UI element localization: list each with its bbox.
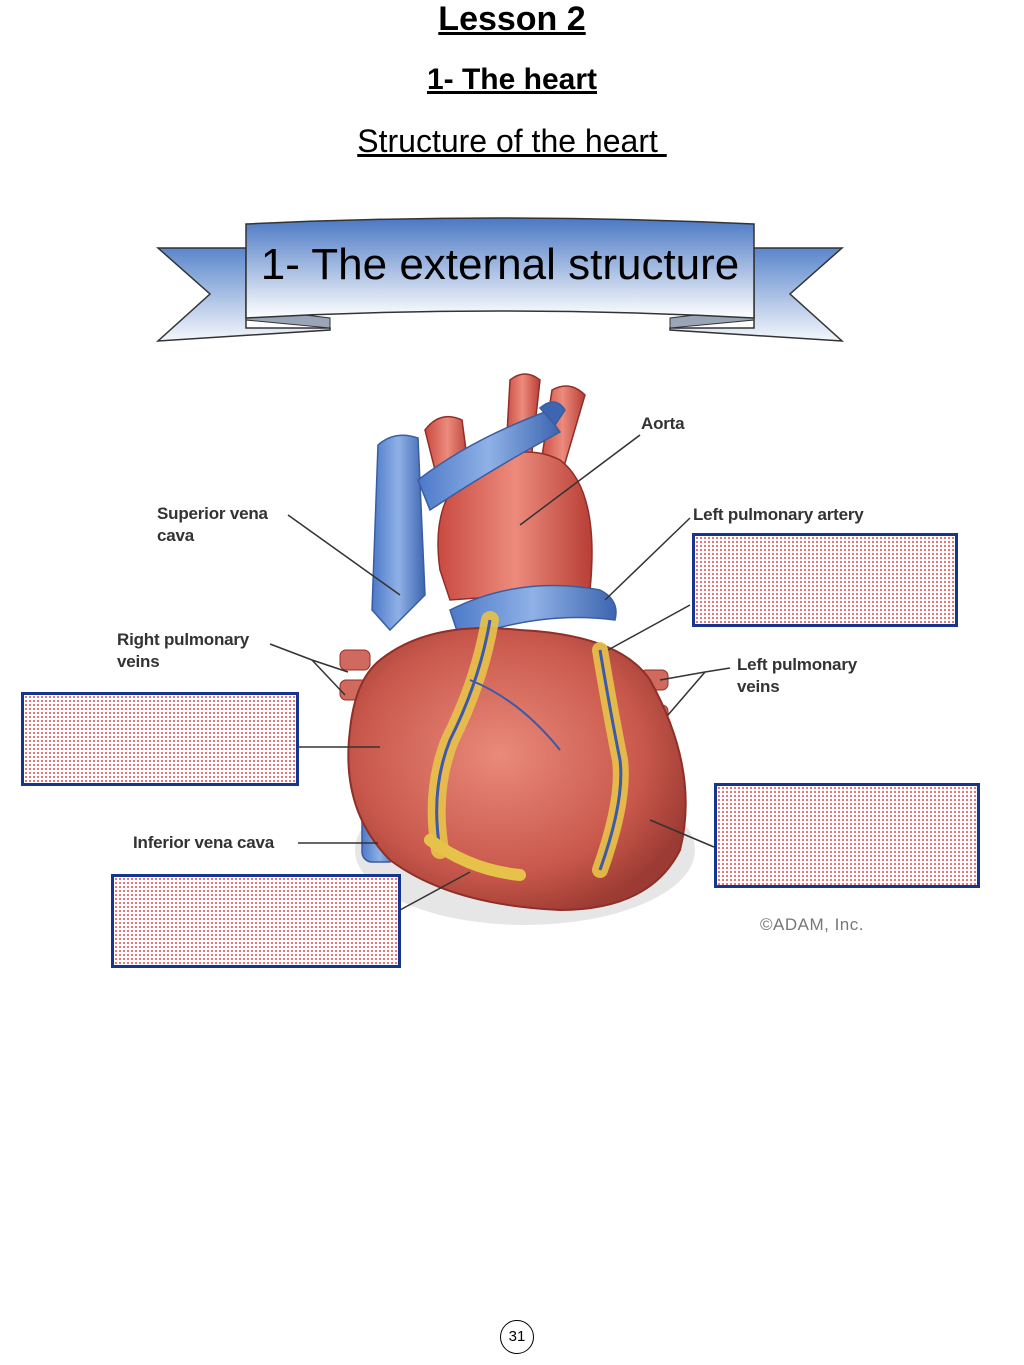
label-superior-vena-cava-line1: Superior vena xyxy=(157,504,268,523)
answer-box-right-ventricle[interactable] xyxy=(111,874,401,968)
copyright-text: ©ADAM, Inc. xyxy=(760,915,864,934)
label-left-pulmonary-veins-line1: Left pulmonary xyxy=(737,655,857,674)
label-right-pulmonary-veins-line2: veins xyxy=(117,652,160,671)
label-right-pulmonary-veins-line1: Right pulmonary xyxy=(117,630,250,649)
answer-box-left-pulmonary-artery[interactable] xyxy=(692,533,958,627)
section-title: 1- The heart xyxy=(426,63,598,96)
label-aorta: Aorta xyxy=(641,414,685,433)
label-left-pulmonary-artery: Left pulmonary artery xyxy=(693,505,864,524)
page-number: 31 xyxy=(500,1320,534,1354)
answer-box-right-atrium[interactable] xyxy=(21,692,299,786)
label-inferior-vena-cava: Inferior vena cava xyxy=(133,833,274,852)
ribbon-banner xyxy=(155,217,845,342)
answer-box-left-ventricle[interactable] xyxy=(714,783,980,888)
subsection-title: Structure of the heart xyxy=(357,123,667,159)
lesson-title: Lesson 2 xyxy=(438,0,586,38)
banner-title: 1- The external structure xyxy=(260,240,740,289)
label-superior-vena-cava-line2: cava xyxy=(157,526,195,545)
label-left-pulmonary-veins-line2: veins xyxy=(737,677,780,696)
heart-illustration xyxy=(269,373,731,925)
